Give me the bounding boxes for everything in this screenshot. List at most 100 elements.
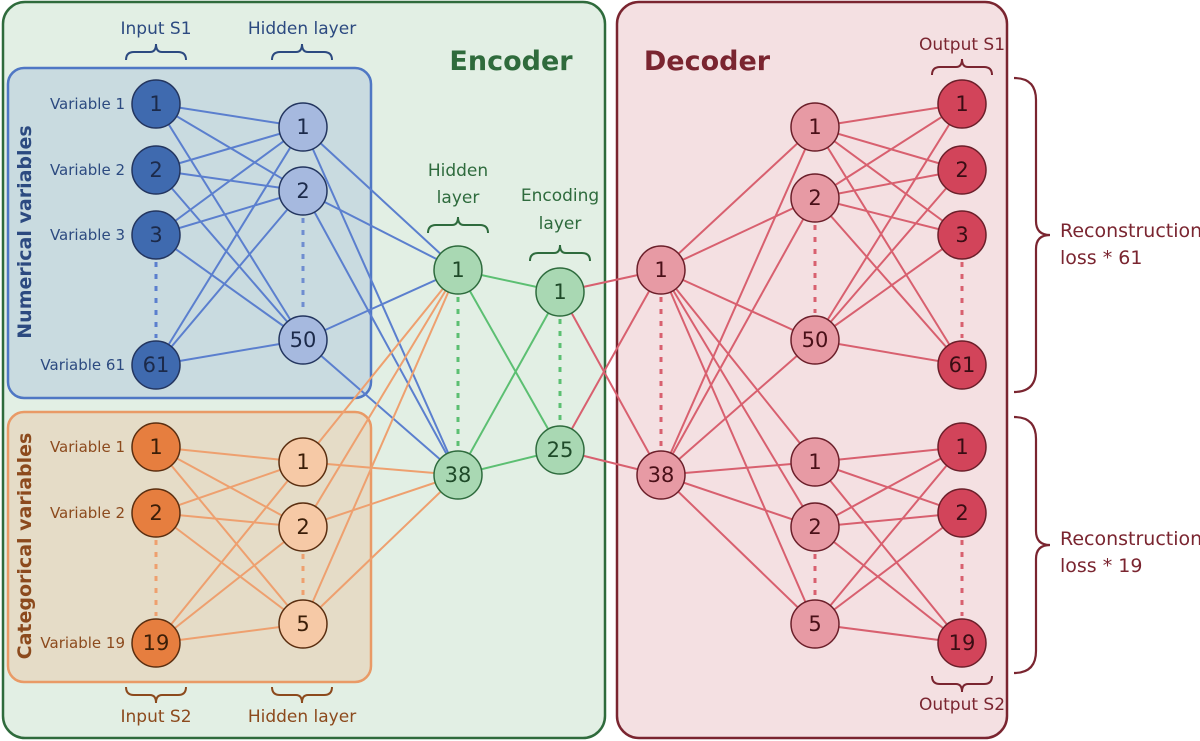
- input-s1-brace: [125, 43, 187, 61]
- output-s2-header: Output S2: [919, 695, 1005, 715]
- num-input-node-label-2: 3: [149, 223, 162, 247]
- num-input-node-1: [131, 145, 181, 195]
- dec-h2-node-1: [790, 502, 840, 552]
- dec-out1-node-1: [937, 145, 987, 195]
- dec-out2-node-2: [937, 618, 987, 668]
- num-input-node-label-1: 2: [149, 158, 162, 182]
- dec-hidden-node-label-1: 38: [648, 463, 675, 487]
- dec-h1-out1-edge-2-1: [814, 169, 963, 341]
- dec-h2-node-label-1: 2: [808, 515, 821, 539]
- dec-out2-node-1: [937, 488, 987, 538]
- dec-hidden-node-label-0: 1: [654, 258, 667, 282]
- cat-in-hidden-edge-2-0: [155, 461, 304, 644]
- dec-hidden-h2-edge-0-2: [660, 269, 816, 625]
- loss-s1-line1: Reconstruction: [1060, 220, 1200, 242]
- dec-h2-out2-edge-0-2: [814, 461, 963, 644]
- dec-h2-node-label-2: 5: [808, 612, 821, 636]
- cat-hidden-node-1: [278, 502, 328, 552]
- input-s2-header: Input S2: [120, 707, 191, 727]
- num-hidden-enc-edge-1-1: [302, 190, 459, 476]
- num-input-node-0: [131, 79, 181, 129]
- dec-h1-node-label-2: 50: [802, 328, 829, 352]
- loss-s1-line2: loss * 61: [1060, 247, 1142, 269]
- cat-hidden-enc-edge-0-0: [302, 269, 459, 463]
- hidden-layer-mid-header-line1: Hidden: [428, 161, 488, 181]
- cat-hidden-enc-edge-2-0: [302, 269, 459, 625]
- dec-out1-node-label-2: 3: [955, 223, 968, 247]
- hidden-layer-top-header: Hidden layer: [248, 19, 356, 39]
- dec-out1-node-label-1: 2: [955, 158, 968, 182]
- cat-hidden-node-2: [278, 599, 328, 649]
- dec-hidden-h1-edge-0-2: [660, 269, 816, 341]
- num-in-hidden-edge-2-2: [155, 234, 304, 341]
- dec-h1-node-2: [790, 315, 840, 365]
- encoding-node-0: [535, 267, 585, 317]
- dec-out1-node-label-3: 61: [949, 353, 976, 377]
- dec-h1-out1-edge-2-3: [814, 339, 963, 366]
- cat-hidden-node-label-0: 1: [296, 450, 309, 474]
- dec-hidden-node-0: [636, 245, 686, 295]
- dec-out1-node-label-0: 1: [955, 92, 968, 116]
- dec-hidden-h2-edge-1-1: [660, 474, 816, 528]
- num-hidden-node-2: [278, 315, 328, 365]
- hidden-bottom-brace: [271, 686, 333, 704]
- cat-input-node-label-0: 1: [149, 435, 162, 459]
- encoding-node-label-0: 1: [553, 280, 566, 304]
- num-in-hidden-edge-0-0: [155, 103, 304, 128]
- cat-input-node-label-2: 19: [143, 631, 170, 655]
- dec-h1-node-0: [790, 102, 840, 152]
- dec-h2-out2-edge-2-1: [814, 512, 963, 625]
- cat-hidden-node-0: [278, 437, 328, 487]
- ellipsis-dots: [154, 218, 964, 616]
- loss-s2-line2: loss * 19: [1060, 555, 1142, 577]
- num-input-node-label-0: 1: [149, 92, 162, 116]
- dec-h1-out1-edge-0-0: [814, 103, 963, 128]
- dec-hidden-h1-edge-1-2: [660, 339, 816, 476]
- dec-h1-out1-edge-2-2: [814, 234, 963, 341]
- neuron-nodes: 1236112501219125138125138125012361125121…: [131, 79, 987, 668]
- loss-s2-line1: Reconstruction: [1060, 528, 1200, 550]
- num-hidden-node-label-1: 2: [296, 179, 309, 203]
- encoding-layer-header-line2: layer: [539, 214, 582, 234]
- dec-h2-node-0: [790, 437, 840, 487]
- dec-h1-out1-edge-1-1: [814, 169, 963, 199]
- dec-out2-node-0: [937, 422, 987, 472]
- dec-out1-node-3: [937, 340, 987, 390]
- num-hidden-enc-edge-0-0: [302, 126, 459, 271]
- dec-hidden-h1-edge-1-1: [660, 197, 816, 476]
- cat-hidden-enc-edge-2-1: [302, 474, 459, 625]
- dec-h2-node-label-0: 1: [808, 450, 821, 474]
- cat-variable-label-0: Variable 1: [50, 438, 125, 456]
- cat-in-hidden-edge-1-2: [155, 512, 304, 625]
- enc-hidden-node-label-0: 1: [451, 258, 464, 282]
- output-s1-brace: [931, 58, 993, 76]
- hidden-top-brace: [271, 43, 333, 61]
- num-hidden-node-label-0: 1: [296, 115, 309, 139]
- hidden-layer-mid-header-line2: layer: [437, 188, 480, 208]
- cat-hidden-enc-edge-1-1: [302, 474, 459, 528]
- cat-in-hidden-edge-0-2: [155, 446, 304, 625]
- output-s1-header: Output S1: [919, 35, 1005, 55]
- cat-variable-label-1: Variable 2: [50, 504, 125, 522]
- dec-h1-out1-edge-2-0: [814, 103, 963, 341]
- encoding-dec-edge-0-1: [559, 291, 662, 476]
- dec-h1-node-1: [790, 173, 840, 223]
- dec-hidden-h2-edge-0-0: [660, 269, 816, 463]
- cat-hidden-enc-edge-1-0: [302, 269, 459, 528]
- dec-h1-out1-edge-1-2: [814, 197, 963, 236]
- categorical-group-label: Categorical variables: [14, 433, 36, 660]
- numerical-group-box: [6, 66, 373, 400]
- dec-h1-out1-edge-1-0: [814, 103, 963, 199]
- dec-out1-node-2: [937, 210, 987, 260]
- num-in-hidden-edge-1-0: [155, 126, 304, 171]
- num-in-hidden-edge-3-1: [155, 190, 304, 366]
- numerical-group-label: Numerical variables: [14, 125, 36, 338]
- dec-h2-node-2: [790, 599, 840, 649]
- dec-h2-out2-edge-1-2: [814, 526, 963, 644]
- cat-hidden-node-label-1: 2: [296, 515, 309, 539]
- hidden-mid-brace: [427, 216, 489, 234]
- dec-hidden-h1-edge-1-0: [660, 126, 816, 476]
- enc-hidden-encoding-edge-0-1: [457, 269, 561, 451]
